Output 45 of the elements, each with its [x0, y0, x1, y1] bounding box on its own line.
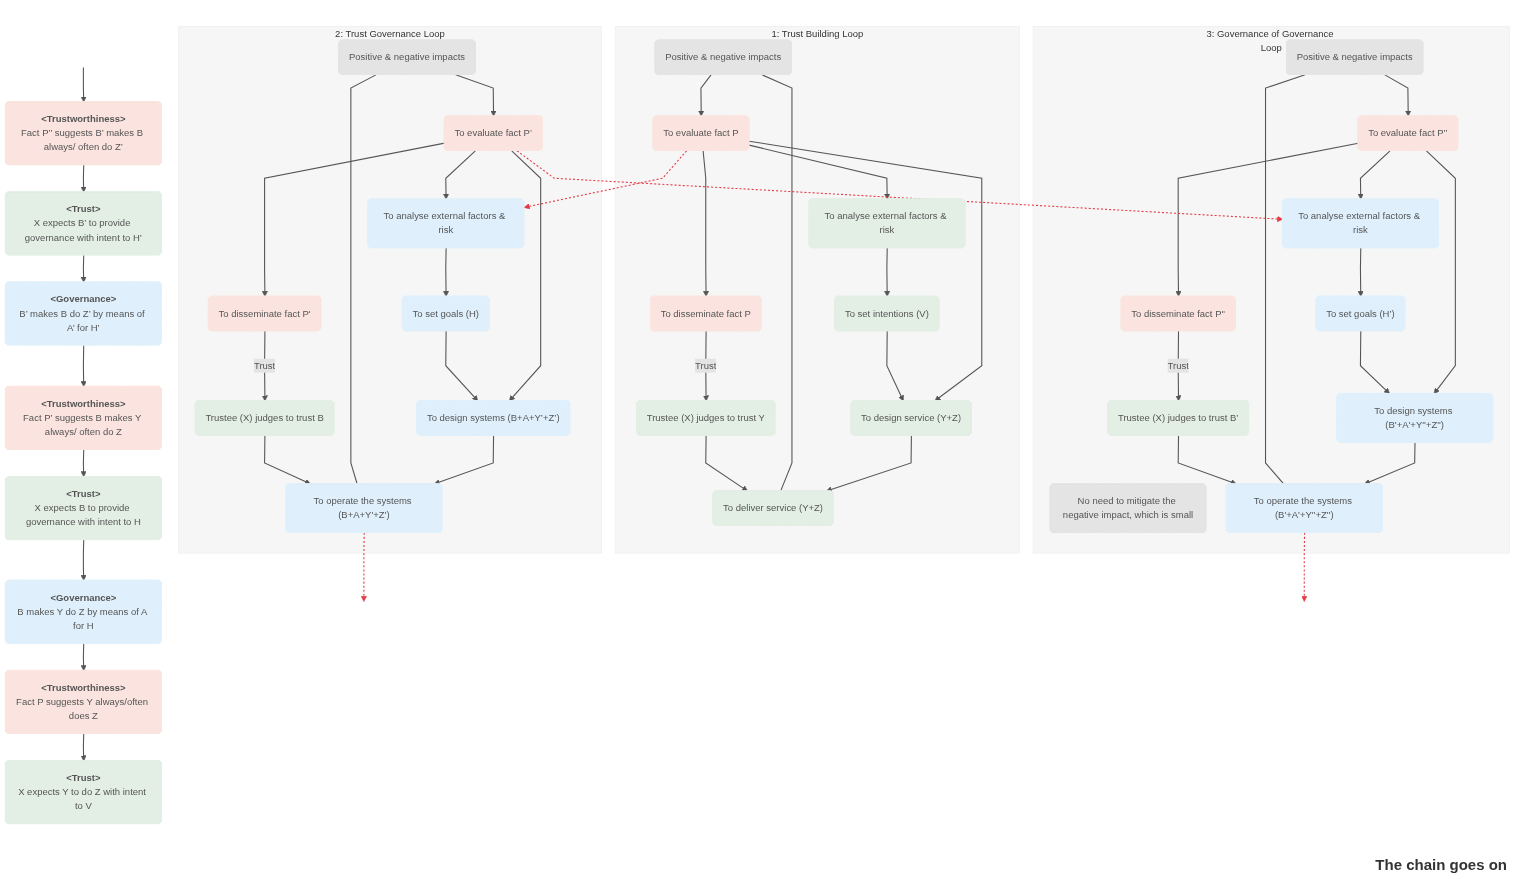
arrow	[1384, 74, 1412, 117]
arrow	[1357, 150, 1391, 200]
arrow	[1175, 142, 1359, 297]
arrow	[80, 66, 87, 103]
arrow	[261, 142, 446, 297]
arrow	[516, 150, 1284, 222]
arrow	[886, 330, 904, 402]
arrow	[455, 74, 497, 117]
arrow	[1301, 532, 1308, 602]
arrow	[443, 150, 476, 200]
connector	[350, 74, 377, 485]
arrow	[703, 330, 710, 402]
arrow	[80, 449, 87, 478]
arrow	[80, 164, 87, 193]
arrow	[1359, 330, 1390, 395]
connector	[761, 74, 793, 492]
arrow	[1364, 442, 1416, 485]
arrow	[1425, 150, 1456, 395]
connector	[1265, 74, 1306, 485]
arrow	[80, 733, 87, 762]
arrow	[443, 247, 450, 297]
arrow	[702, 150, 709, 297]
arrow	[509, 150, 542, 402]
arrow	[80, 344, 87, 387]
arrow	[698, 74, 712, 117]
arrow	[80, 254, 87, 283]
edge-label: Trust	[1167, 359, 1189, 371]
edge-label: Trust	[253, 359, 276, 371]
arrow	[80, 643, 87, 671]
arrow	[261, 330, 268, 402]
arrow	[264, 434, 311, 485]
arrow	[1177, 434, 1237, 485]
arrow	[748, 140, 983, 402]
arrow	[523, 150, 688, 210]
arrow	[826, 434, 912, 493]
arrow	[1175, 330, 1182, 402]
arrow	[80, 539, 87, 581]
arrow	[884, 247, 891, 297]
arrow	[433, 434, 495, 485]
arrow	[1357, 247, 1364, 297]
arrow	[360, 532, 367, 602]
edge-label: Trust	[695, 359, 717, 371]
note-text: The chain goes on	[1375, 856, 1507, 873]
arrow	[445, 330, 479, 402]
arrow	[705, 434, 748, 492]
